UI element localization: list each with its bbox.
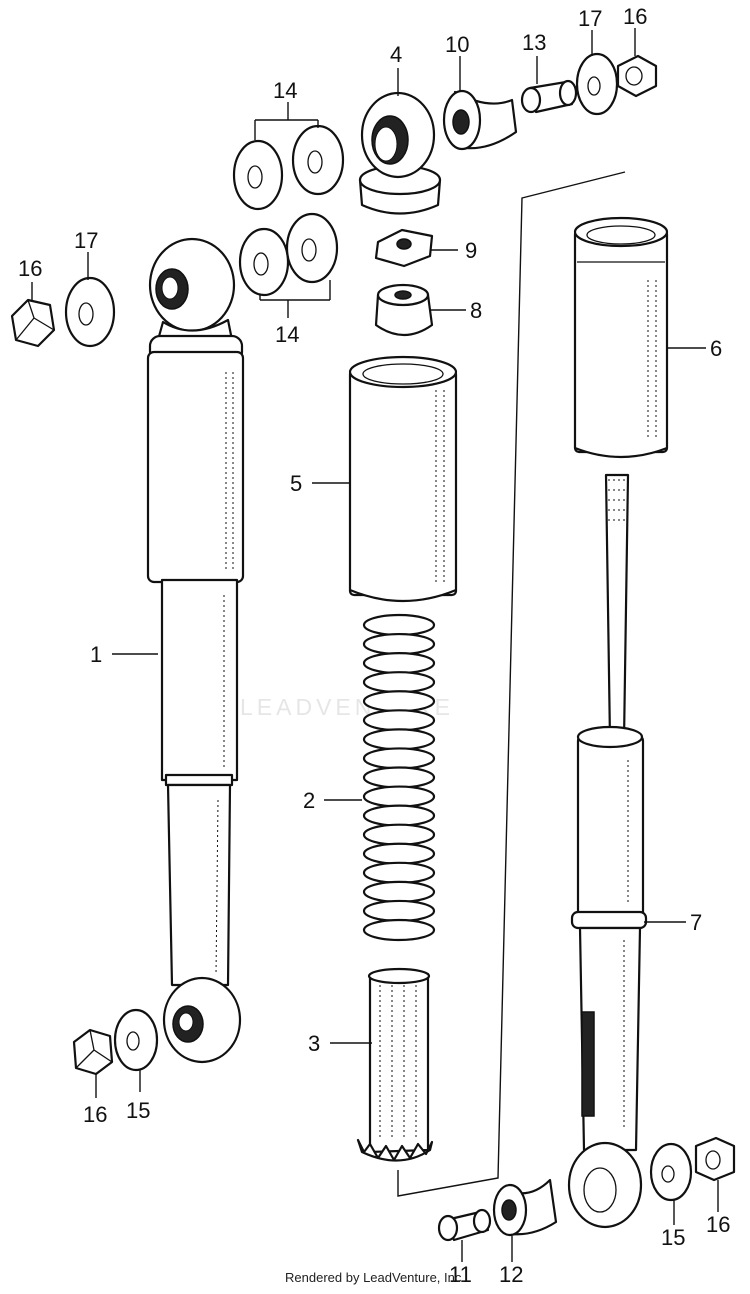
part-2-spring (362, 613, 436, 942)
part-1-shock-absorber (146, 237, 245, 1064)
part-4-upper-mount (358, 91, 442, 215)
callout-9: 9 (465, 238, 477, 263)
footer-credit: Rendered by LeadVenture, Inc. (285, 1270, 465, 1285)
callout-12: 12 (499, 1262, 523, 1287)
callout-11: 11 (449, 1262, 472, 1287)
part-16-nut-lower-right (694, 1136, 736, 1182)
part-13-collar (520, 79, 578, 114)
spring-coil (362, 804, 436, 827)
callout-8: 8 (470, 298, 482, 323)
callout-17-left: 17 (74, 228, 98, 253)
spring-coil (362, 823, 436, 846)
spring-coil (362, 671, 436, 694)
spring-coil (362, 632, 436, 656)
part-11-collar (437, 1208, 492, 1242)
spring-coil (362, 690, 436, 713)
spring-coil (362, 747, 436, 770)
callout-14-upper: 14 (273, 78, 297, 103)
callout-6: 6 (710, 336, 722, 361)
spring-coil (362, 842, 436, 865)
part-10-rubber-bushing (442, 89, 518, 151)
callout-16-lower-left: 16 (83, 1102, 107, 1127)
spring-coil (362, 785, 436, 808)
callout-7: 7 (690, 910, 702, 935)
part-14-washers-upper (232, 124, 345, 211)
spring-coil (362, 613, 436, 637)
callout-10: 10 (445, 32, 469, 57)
leader-lines (31, 28, 719, 1262)
callout-15-right: 15 (661, 1225, 685, 1250)
spring-coil (362, 880, 436, 903)
spring-coil (362, 861, 436, 884)
spring-coil (362, 728, 436, 751)
spring-coil (362, 709, 436, 732)
part-17-washer-left (64, 276, 116, 348)
part-9-plate (374, 228, 434, 268)
part-15-washer-lower-right (649, 1142, 693, 1202)
assembly-bracket-line (397, 171, 626, 1197)
callout-2: 2 (303, 788, 315, 813)
part-5-upper-spring-cover (348, 355, 458, 603)
callout-14-lower: 14 (275, 322, 299, 347)
callout-16-upper-left: 16 (18, 256, 42, 281)
callout-16-top-right: 16 (623, 4, 647, 29)
spring-coil (362, 652, 436, 675)
part-3-spring-seat (356, 967, 434, 1162)
spring-coil (362, 766, 436, 789)
part-6-upper-tube (573, 216, 669, 459)
part-16-cap-nut-upper-left (10, 298, 56, 348)
callout-5: 5 (290, 471, 302, 496)
callout-labels: 1 2 3 4 5 6 7 8 9 10 11 12 13 14 14 15 1… (18, 4, 730, 1287)
part-17-washer-top-right (575, 52, 619, 116)
callout-13: 13 (522, 30, 546, 55)
callout-4: 4 (390, 42, 402, 67)
part-16-nut-top-right (616, 54, 658, 98)
part-16-cap-nut-lower-left (72, 1028, 114, 1076)
part-12-rubber-bushing (492, 1178, 558, 1237)
callout-17-top-right: 17 (578, 6, 602, 31)
callout-16-lower-right: 16 (706, 1212, 730, 1237)
callout-1: 1 (90, 642, 102, 667)
part-8-rubber-stopper (374, 283, 434, 336)
callout-15-left: 15 (126, 1098, 150, 1123)
part-14-washers-lower (238, 212, 339, 297)
callout-3: 3 (308, 1031, 320, 1056)
spring-coil (362, 918, 436, 942)
part-7-damper-unit (567, 473, 648, 1229)
spring-coil (362, 899, 436, 923)
part-15-washer-lower-left (113, 1008, 159, 1072)
